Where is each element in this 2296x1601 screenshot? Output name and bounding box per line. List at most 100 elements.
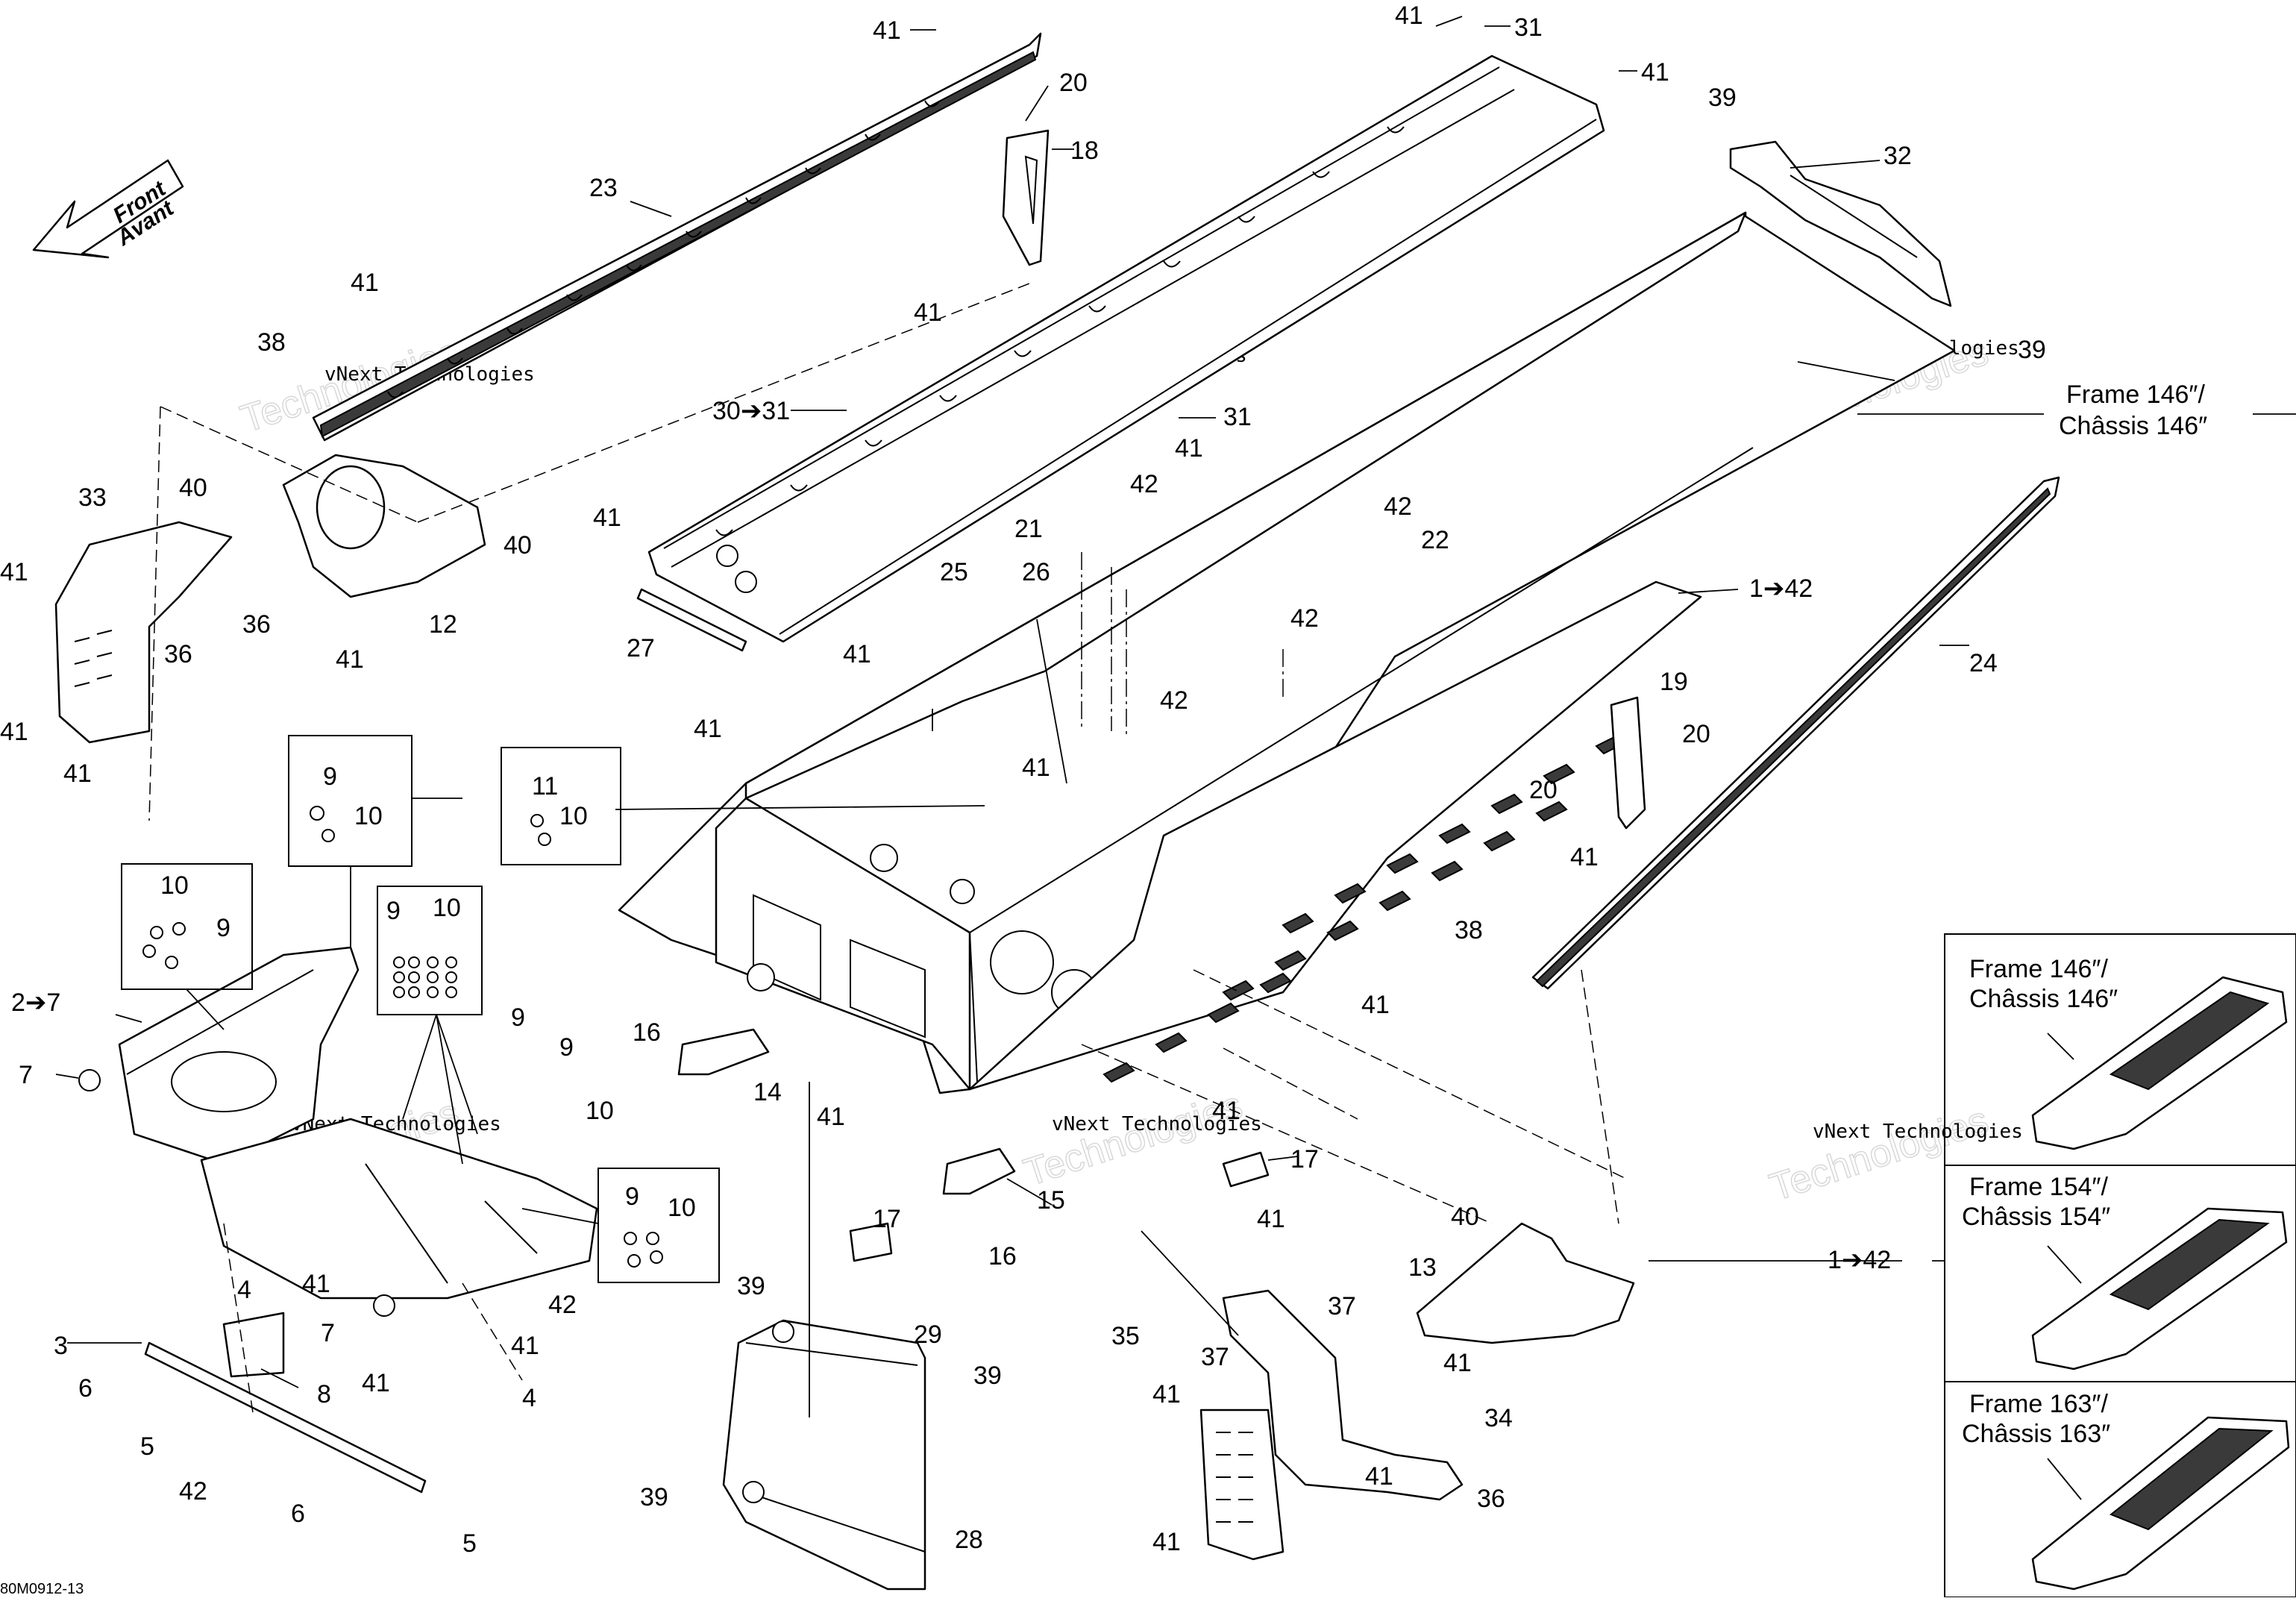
callout-41: 41 bbox=[1175, 434, 1203, 463]
callout-42: 42 bbox=[548, 1291, 577, 1319]
callout-9: 9 bbox=[511, 1003, 525, 1032]
callout-36: 36 bbox=[164, 640, 192, 668]
part-15-bracket bbox=[942, 1147, 1016, 1195]
callout-42: 42 bbox=[1160, 686, 1188, 715]
callout-33: 33 bbox=[78, 483, 107, 512]
frame-154-thumbnail bbox=[2031, 1207, 2288, 1370]
callout-41: 41 bbox=[351, 269, 379, 297]
callout-41: 41 bbox=[1257, 1205, 1285, 1233]
part-18-bracket bbox=[1002, 129, 1050, 266]
part-17b-bracket bbox=[1222, 1151, 1270, 1188]
callout-34: 34 bbox=[1484, 1404, 1513, 1432]
callout-39: 39 bbox=[1708, 84, 1737, 112]
callout-10: 10 bbox=[559, 802, 588, 830]
callout-10: 10 bbox=[668, 1194, 696, 1222]
callout-41: 41 bbox=[694, 715, 722, 743]
leader-lines bbox=[55, 16, 2296, 1500]
frame-154-variant-line2: Châssis 154″ bbox=[1962, 1203, 2110, 1231]
frame-variant-panel: Frame 146″/ Châssis 146″ Frame 154″/ Châ… bbox=[1944, 933, 2296, 1598]
callout-32: 32 bbox=[1883, 142, 1912, 170]
callout-1-42: 1➔42 bbox=[1749, 574, 1813, 603]
part-2-suspension-mount bbox=[118, 946, 360, 1165]
callout-3: 3 bbox=[54, 1332, 68, 1360]
callout-41: 41 bbox=[0, 718, 28, 746]
callout-39: 39 bbox=[640, 1483, 668, 1511]
callout-41: 41 bbox=[873, 16, 901, 45]
watermark-6: vNext Technologies bbox=[1813, 1121, 2023, 1143]
callout-26: 26 bbox=[1022, 558, 1050, 586]
callout-9: 9 bbox=[559, 1033, 574, 1062]
callout-39: 39 bbox=[2018, 336, 2046, 364]
part-34-rear-bracket bbox=[1199, 1289, 1464, 1561]
frame-146-thumbnail bbox=[2031, 976, 2288, 1150]
hardware-box-9-10-c bbox=[597, 1168, 720, 1283]
callout-10: 10 bbox=[160, 871, 189, 900]
callout-14: 14 bbox=[753, 1078, 782, 1106]
part-23-running-board-left bbox=[312, 32, 1042, 442]
callout-29: 29 bbox=[914, 1320, 942, 1349]
callout-23: 23 bbox=[589, 174, 618, 202]
callout-16: 16 bbox=[633, 1018, 661, 1047]
callout-6: 6 bbox=[78, 1374, 92, 1403]
callout-12: 12 bbox=[429, 610, 457, 639]
callout-9: 9 bbox=[625, 1182, 639, 1211]
callout-9: 9 bbox=[386, 897, 401, 925]
callout-41: 41 bbox=[593, 504, 621, 532]
part-30-tunnel-top bbox=[647, 54, 1605, 643]
callout-41: 41 bbox=[914, 298, 942, 327]
part-13-rear-piece bbox=[1416, 1222, 1635, 1344]
callout-13: 13 bbox=[1408, 1253, 1437, 1282]
watermark-5: vNext Technologies bbox=[1052, 1113, 1262, 1135]
callout-18: 18 bbox=[1070, 137, 1099, 165]
callout-35: 35 bbox=[1111, 1322, 1140, 1350]
callout-41: 41 bbox=[1361, 991, 1390, 1019]
callout-38: 38 bbox=[257, 328, 286, 357]
callout-10: 10 bbox=[586, 1097, 614, 1125]
frame-163-variant-line1: Frame 163″/ bbox=[1969, 1390, 2108, 1418]
callout-17: 17 bbox=[873, 1205, 901, 1233]
part-28-heat-exchanger bbox=[722, 1319, 926, 1591]
callout-42: 42 bbox=[1130, 470, 1158, 498]
watermark-large-6: Technologies bbox=[1765, 1098, 1994, 1209]
callout-41: 41 bbox=[1022, 753, 1050, 782]
callout-7: 7 bbox=[19, 1061, 33, 1089]
callout-41: 41 bbox=[0, 558, 28, 586]
callout-15: 15 bbox=[1037, 1186, 1065, 1215]
callout-41: 41 bbox=[1395, 1, 1423, 30]
callout-9: 9 bbox=[216, 914, 230, 942]
callout-41: 41 bbox=[1365, 1462, 1393, 1491]
callout-41: 41 bbox=[1152, 1528, 1181, 1556]
part-32-rear-bracket bbox=[1729, 140, 1952, 307]
callout-9: 9 bbox=[323, 762, 337, 791]
callout-39: 39 bbox=[973, 1362, 1002, 1390]
callout-10: 10 bbox=[354, 802, 383, 830]
part-12-front-cover bbox=[282, 454, 486, 598]
frame-163-thumbnail bbox=[2031, 1416, 2290, 1591]
callout-41: 41 bbox=[1641, 58, 1669, 87]
callout-24: 24 bbox=[1969, 649, 1998, 677]
callout-39: 39 bbox=[737, 1272, 765, 1300]
callout-1-42: 1➔42 bbox=[1828, 1246, 1891, 1274]
callout-20: 20 bbox=[1682, 720, 1710, 748]
part-17a-bracket bbox=[849, 1222, 893, 1262]
callout-20: 20 bbox=[1059, 69, 1088, 97]
callout-11: 11 bbox=[532, 772, 558, 800]
part-24-running-board-right bbox=[1531, 476, 2060, 990]
callout-7: 7 bbox=[321, 1319, 335, 1347]
part-27-strip bbox=[636, 588, 747, 652]
callout-40: 40 bbox=[504, 531, 532, 560]
callout-41: 41 bbox=[302, 1270, 330, 1298]
callout-10: 10 bbox=[433, 894, 461, 922]
callout-41: 41 bbox=[1152, 1380, 1181, 1409]
front-direction-arrow: Front Avant bbox=[32, 159, 184, 259]
callout-21: 21 bbox=[1014, 515, 1043, 543]
callout-42: 42 bbox=[1290, 604, 1319, 633]
callout-8: 8 bbox=[317, 1380, 331, 1409]
side-panel-slots bbox=[1102, 733, 1628, 1083]
callout-41: 41 bbox=[1443, 1349, 1472, 1377]
part-33-front-bracket bbox=[54, 521, 233, 744]
hardware-bolts bbox=[78, 806, 663, 1317]
callout-41: 41 bbox=[63, 759, 92, 788]
callout-27: 27 bbox=[627, 634, 655, 662]
